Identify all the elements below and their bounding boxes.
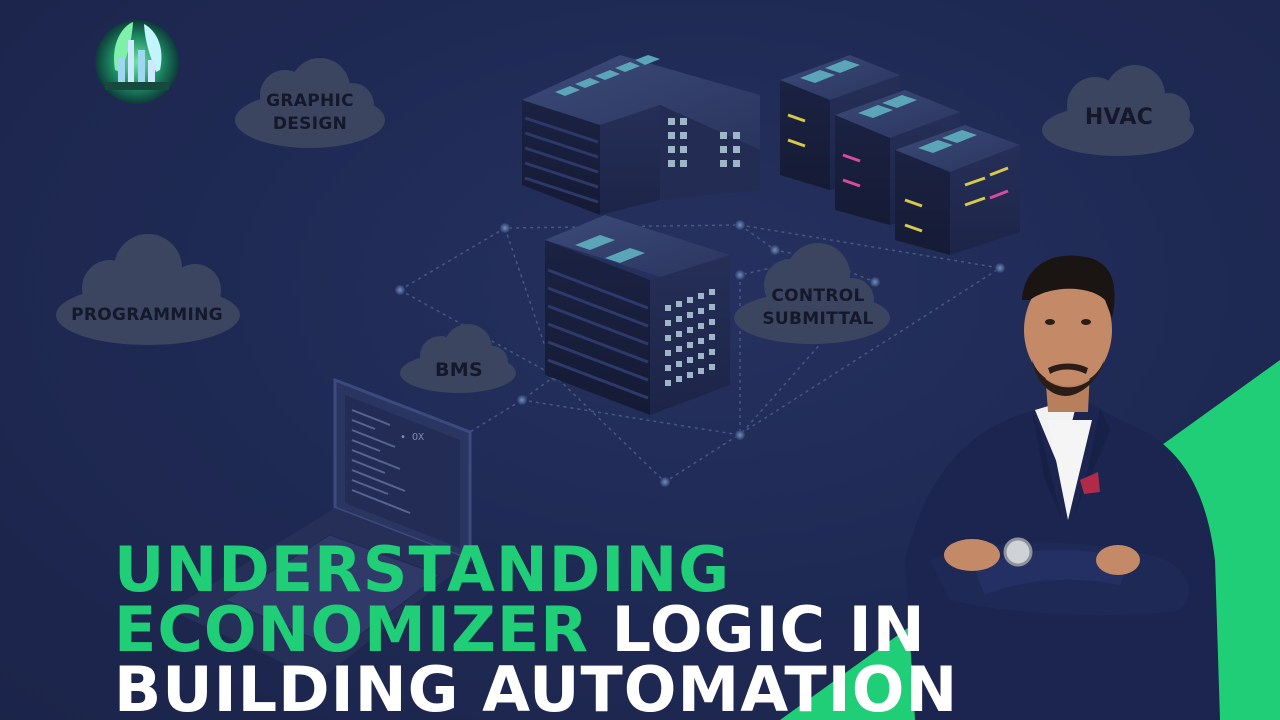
- laptop-illustration: [170, 377, 472, 680]
- presenter-photo: [905, 255, 1220, 720]
- headline-line2: ECONOMIZER LOGIC IN: [114, 599, 958, 661]
- cloud-label-programming: PROGRAMMING: [71, 305, 223, 325]
- cloud-label-bms: BMS: [435, 359, 483, 381]
- building-large: [522, 55, 760, 215]
- watch-icon: [1003, 537, 1033, 567]
- graphic-design-line2: DESIGN: [272, 113, 348, 134]
- control-submittal-line1: CONTROL: [771, 286, 865, 306]
- cloud-bms: [400, 324, 516, 393]
- cloud-hvac: [1042, 65, 1194, 156]
- building-towers: [780, 55, 1020, 255]
- network-nodes: [395, 220, 1005, 487]
- cloud-graphic-design: [235, 58, 385, 148]
- headline-line3: BUILDING AUTOMATION: [114, 653, 959, 720]
- headline-line1: UNDERSTANDING: [114, 533, 731, 606]
- headline-economizer: ECONOMIZER: [114, 593, 589, 666]
- cloud-label-graphic-design: GRAPHIC DESIGN: [248, 90, 372, 136]
- control-submittal-line2: SUBMITTAL: [762, 308, 874, 329]
- laptop-screen-text: • OX: [400, 432, 425, 443]
- headline-logic-in: LOGIC IN: [611, 593, 926, 666]
- city-leaf-logo-icon: [95, 20, 179, 104]
- cloud-programming: [56, 234, 240, 345]
- cloud-label-hvac: HVAC: [1084, 105, 1154, 130]
- headline: UNDERSTANDING ECONOMIZER LOGIC IN BUILDI…: [114, 533, 959, 720]
- cloud-label-control-submittal: CONTROL SUBMITTAL: [748, 285, 888, 331]
- cloud-control-submittal: [734, 243, 890, 344]
- building-center: [545, 215, 730, 415]
- graphic-design-line1: GRAPHIC: [266, 91, 354, 111]
